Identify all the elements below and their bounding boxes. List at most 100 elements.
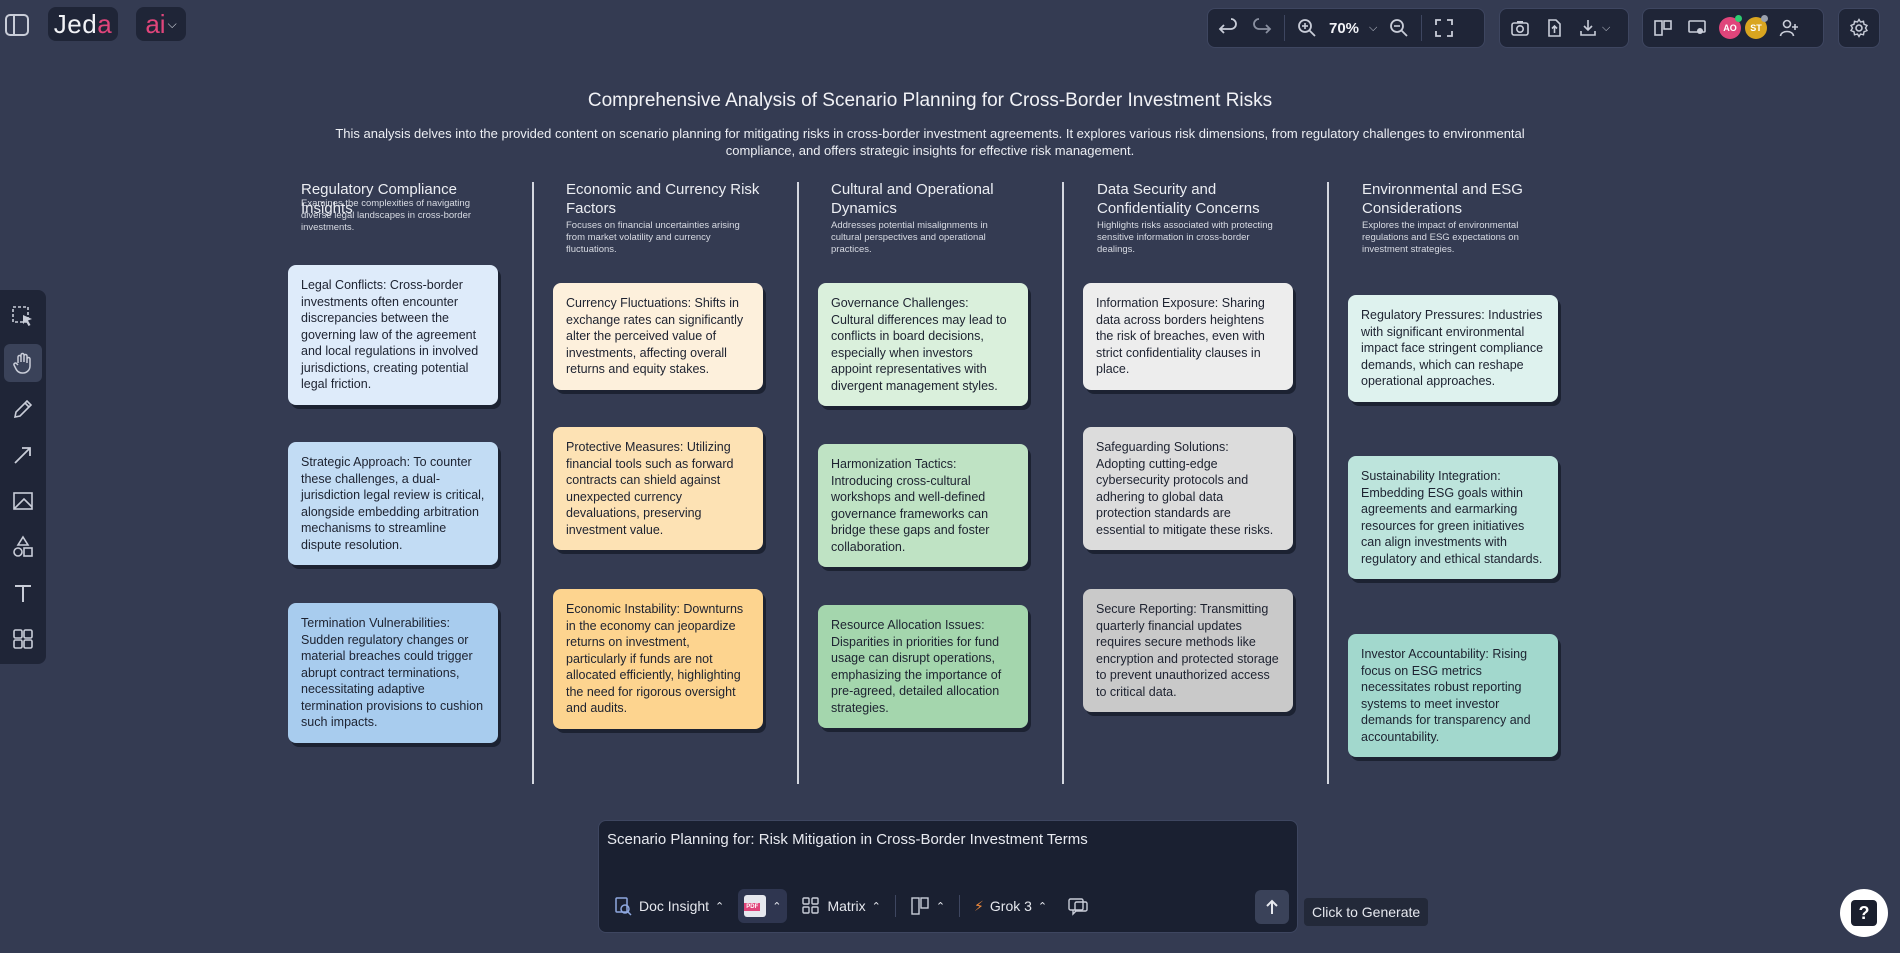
- download-icon[interactable]: [1576, 16, 1600, 40]
- column-description: Addresses potential misalignments in cul…: [831, 220, 988, 255]
- doc-insight-button[interactable]: Doc Insight ⌃: [607, 889, 730, 923]
- media-toolbar: ⌵: [1499, 8, 1629, 48]
- prompt-input[interactable]: Scenario Planning for: Risk Mitigation i…: [607, 831, 1088, 848]
- gear-icon[interactable]: [1847, 16, 1871, 40]
- arrow-up-icon: [1266, 899, 1278, 914]
- matrix-button[interactable]: Matrix ⌃: [795, 889, 886, 923]
- column-data-security[interactable]: Data Security and Confidentiality Concer…: [1097, 180, 1347, 256]
- zoom-level[interactable]: 70%: [1329, 19, 1360, 37]
- card[interactable]: Currency Fluctuations: Shifts in exchang…: [553, 283, 763, 390]
- history-zoom-toolbar: 70% ⌵: [1207, 8, 1485, 48]
- chevron-down-icon[interactable]: ⌵: [1369, 21, 1378, 34]
- avatar[interactable]: ST: [1745, 15, 1768, 39]
- doc-insight-icon: [615, 897, 632, 916]
- column-title: Cultural and Operational Dynamics: [831, 181, 994, 217]
- select-tool-icon[interactable]: [4, 298, 42, 336]
- hand-tool-icon[interactable]: [4, 344, 42, 382]
- card[interactable]: Protective Measures: Utilizing financial…: [553, 427, 763, 550]
- column-divider: [797, 182, 799, 784]
- templates-icon[interactable]: [4, 620, 42, 658]
- card[interactable]: Termination Vulnerabilities: Sudden regu…: [288, 603, 498, 743]
- card[interactable]: Resource Allocation Issues: Disparities …: [818, 605, 1028, 728]
- card[interactable]: Legal Conflicts: Cross-border investment…: [288, 265, 498, 405]
- chevron-up-icon: ⌃: [772, 900, 782, 913]
- pdf-source-button[interactable]: PDF ⌃: [738, 889, 788, 923]
- chevron-down-icon[interactable]: ⌵: [1602, 21, 1611, 34]
- status-dot: [1761, 15, 1768, 22]
- chat-icon: [1068, 898, 1088, 916]
- model-select-button[interactable]: ⚡ Grok 3 ⌃: [968, 889, 1053, 923]
- text-tool-icon[interactable]: [4, 574, 42, 612]
- pdf-label: PDF: [744, 903, 761, 911]
- drawing-toolbar: [0, 290, 46, 664]
- collaboration-toolbar: AO ST: [1642, 8, 1824, 48]
- pdf-icon: PDF: [744, 895, 767, 917]
- page-title[interactable]: Comprehensive Analysis of Scenario Plann…: [587, 90, 1273, 111]
- prompt-controls: Doc Insight ⌃ PDF ⌃ Matrix ⌃ ⌃ ⚡ Grok 3 …: [607, 888, 1289, 924]
- chat-button[interactable]: [1061, 889, 1095, 923]
- settings-toolbar: [1838, 8, 1880, 48]
- column-divider: [1062, 182, 1064, 784]
- online-status-dot: [1735, 15, 1742, 22]
- card[interactable]: Economic Instability: Downturns in the e…: [553, 589, 763, 729]
- column-divider: [1327, 182, 1329, 784]
- prompt-box[interactable]: Scenario Planning for: Risk Mitigation i…: [598, 820, 1298, 933]
- column-description: Explores the impact of environmental reg…: [1362, 220, 1519, 255]
- add-user-icon[interactable]: [1777, 16, 1801, 40]
- controls-separator: [894, 895, 896, 917]
- column-cultural[interactable]: Cultural and Operational Dynamics Addres…: [831, 180, 1081, 256]
- card[interactable]: Regulatory Pressures: Industries with si…: [1348, 295, 1558, 402]
- logo-accent-text: a: [97, 8, 113, 39]
- card[interactable]: Safeguarding Solutions: Adopting cutting…: [1083, 427, 1293, 550]
- column-title: Environmental and ESG Considerations: [1362, 181, 1523, 217]
- layout-columns-icon: [911, 897, 929, 915]
- camera-icon[interactable]: [1508, 16, 1532, 40]
- column-title: Data Security and Confidentiality Concer…: [1097, 181, 1260, 217]
- column-regulatory[interactable]: Regulatory Compliance Insights Examines …: [301, 180, 551, 234]
- chevron-up-icon: ⌃: [871, 900, 881, 913]
- toolbar-separator: [1421, 15, 1423, 41]
- ai-menu-button[interactable]: ai ⌵: [136, 7, 186, 41]
- arrow-tool-icon[interactable]: [4, 436, 42, 474]
- avatar[interactable]: AO: [1719, 15, 1742, 39]
- column-environmental[interactable]: Environmental and ESG Considerations Exp…: [1362, 180, 1612, 256]
- pencil-icon[interactable]: [4, 390, 42, 428]
- chevron-up-icon: ⌃: [1037, 900, 1048, 913]
- card[interactable]: Strategic Approach: To counter these cha…: [288, 442, 498, 565]
- undo-icon[interactable]: [1216, 16, 1240, 40]
- column-description: Examines the complexities of navigating …: [301, 198, 472, 233]
- chevron-down-icon: ⌵: [167, 16, 177, 31]
- zoom-out-icon[interactable]: [1387, 16, 1411, 40]
- card[interactable]: Harmonization Tactics: Introducing cross…: [818, 444, 1028, 567]
- matrix-label: Matrix: [827, 898, 866, 914]
- layout-icon[interactable]: [1651, 16, 1675, 40]
- chevron-up-icon: ⌃: [715, 900, 725, 913]
- generate-button[interactable]: [1255, 890, 1289, 924]
- fit-screen-icon[interactable]: [1432, 16, 1456, 40]
- upload-icon[interactable]: [1542, 16, 1566, 40]
- layout-select-button[interactable]: ⌃: [904, 889, 951, 923]
- help-icon: ?: [1851, 900, 1877, 926]
- redo-icon[interactable]: [1250, 16, 1274, 40]
- column-divider: [532, 182, 534, 784]
- present-icon[interactable]: [1685, 16, 1709, 40]
- card[interactable]: Investor Accountability: Rising focus on…: [1348, 634, 1558, 757]
- doc-insight-label: Doc Insight: [639, 898, 710, 914]
- card[interactable]: Sustainability Integration: Embedding ES…: [1348, 456, 1558, 579]
- shapes-icon[interactable]: [4, 528, 42, 566]
- card[interactable]: Secure Reporting: Transmitting quarterly…: [1083, 589, 1293, 712]
- avatar-initials: AO: [1723, 23, 1737, 33]
- column-title: Economic and Currency Risk Factors: [566, 181, 760, 217]
- chevron-up-icon: ⌃: [935, 900, 946, 913]
- controls-separator: [959, 895, 961, 917]
- image-tool-icon[interactable]: [4, 482, 42, 520]
- zoom-in-icon[interactable]: [1295, 16, 1319, 40]
- card[interactable]: Information Exposure: Sharing data acros…: [1083, 283, 1293, 390]
- sidebar-toggle-icon[interactable]: [2, 10, 32, 40]
- help-button[interactable]: ?: [1840, 889, 1888, 937]
- card[interactable]: Governance Challenges: Cultural differen…: [818, 283, 1028, 406]
- column-economic[interactable]: Economic and Currency Risk Factors Focus…: [566, 180, 816, 256]
- page-subtitle[interactable]: This analysis delves into the provided c…: [335, 126, 1525, 158]
